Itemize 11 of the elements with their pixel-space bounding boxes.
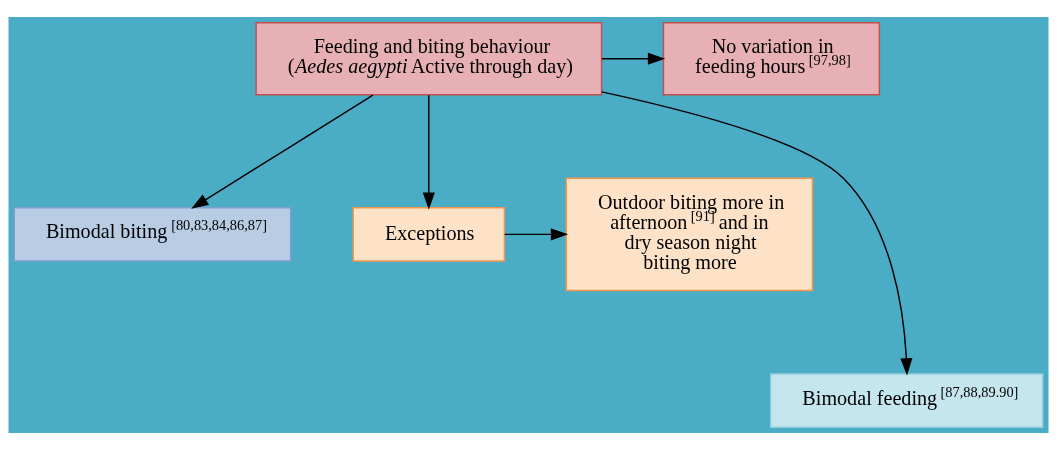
- node-box: Bimodal biting $^{[80,83,84,86,87]}$: [13, 207, 292, 262]
- node-box: No variation in feeding hours $^{[97,98]}$: [662, 22, 881, 96]
- node-box: Bimodal feeding $^{[87,88,89.90]}$: [769, 373, 1044, 428]
- node-box: Exceptions: [352, 207, 506, 262]
- node-box: Outdoor biting more in afternoon $^{[91]}$ and in dry season night biting more: [565, 177, 814, 292]
- arrow: [503, 228, 569, 241]
- arrow: [422, 94, 435, 210]
- arrow: [191, 94, 374, 209]
- arrow: [601, 52, 666, 65]
- arrow: [601, 91, 913, 376]
- node-box: Feeding and biting behaviour (Aedes aegypti Active through day): [255, 22, 603, 96]
